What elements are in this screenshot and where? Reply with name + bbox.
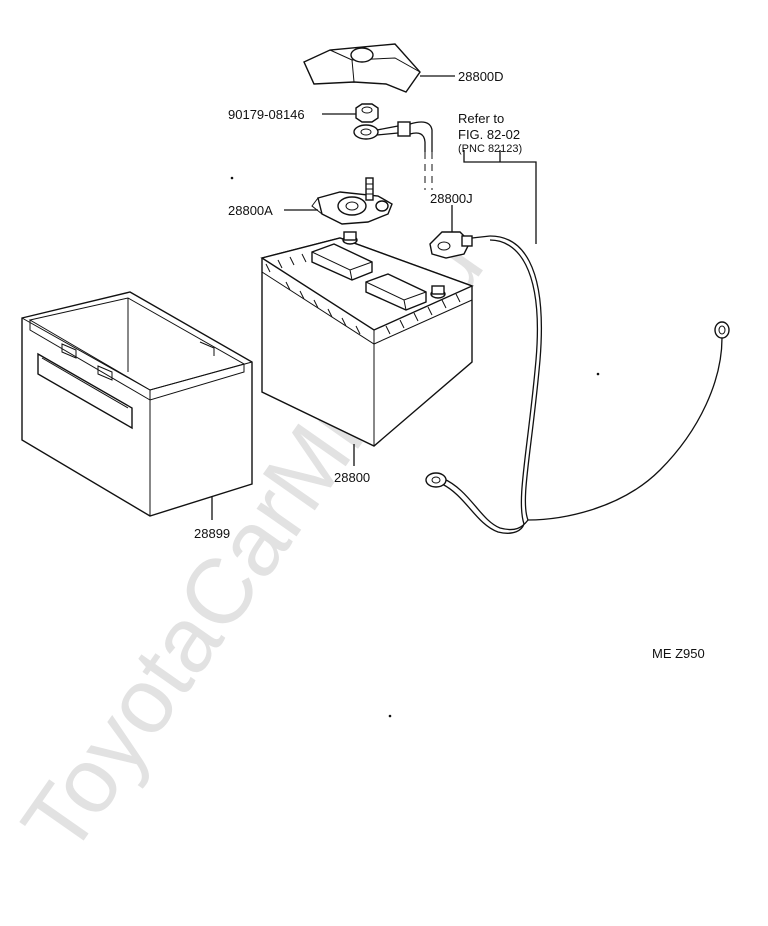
label-28800D: 28800D [458, 69, 504, 84]
battery-part [260, 231, 474, 447]
nut-part [355, 103, 379, 123]
ref-line3: (PNC 82123) [458, 143, 522, 155]
diagram-code: ME Z950 [652, 646, 705, 661]
reference-bracket [463, 150, 537, 244]
ref-line2: FIG. 82-02 [458, 127, 520, 142]
label-28899: 28899 [194, 526, 230, 541]
battery-tray-part [21, 291, 253, 517]
label-28800: 28800 [334, 470, 370, 485]
label-28800A: 28800A [228, 203, 273, 218]
ref-line1: Refer to [458, 111, 504, 126]
negative-cable-part [425, 231, 730, 534]
terminal-clamp-part [311, 177, 393, 225]
label-90179-08146: 90179-08146 [228, 107, 305, 122]
terminal-cover-part [303, 43, 421, 93]
cable-eyelet-upper [353, 121, 433, 190]
label-28800J: 28800J [430, 191, 473, 206]
